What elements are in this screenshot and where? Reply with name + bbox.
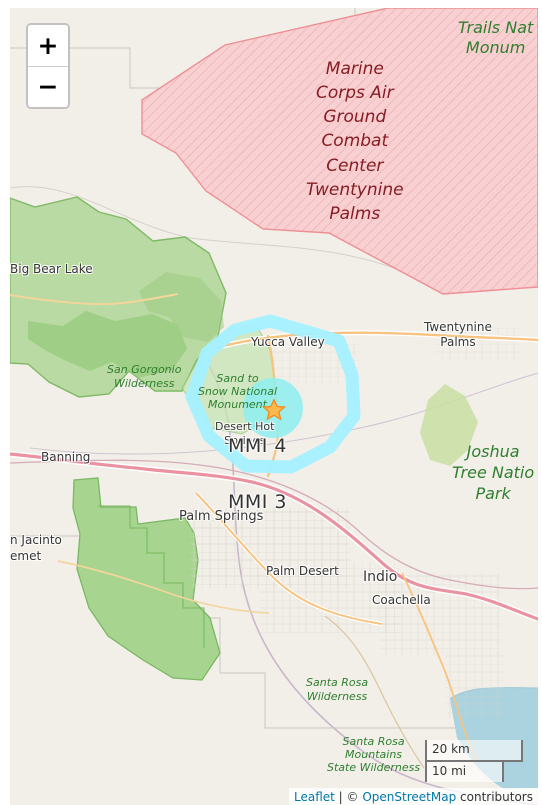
road-network <box>10 293 538 769</box>
twentynine-palms-label: Twentynine Palms <box>424 320 492 349</box>
military-area <box>141 8 538 295</box>
mmi-4-label: MMI 4 <box>228 435 288 457</box>
attribution-contributors-text: contributors <box>456 790 533 804</box>
big-bear-lake-label: Big Bear Lake <box>10 262 93 276</box>
palm-desert-label: Palm Desert <box>266 564 339 578</box>
map-attribution: Leaflet | © OpenStreetMap contributors <box>289 788 538 805</box>
scale-control: 20 km 10 mi <box>425 740 523 782</box>
san-jacinto-hemet-label: n Jacinto emet <box>10 533 62 563</box>
zoom-control: + − <box>26 23 70 109</box>
attribution-separator: | © <box>334 790 363 804</box>
star-icon[interactable] <box>262 398 286 422</box>
yucca-valley-label: Yucca Valley <box>251 335 325 349</box>
marine-corps-air-ground-combat-center-label: Marine Corps Air Ground Combat Center Tw… <box>306 59 404 224</box>
banning-label: Banning <box>41 450 91 464</box>
santa-rosa-wilderness-label: Santa Rosa Wilderness <box>306 676 369 704</box>
sand-to-snow-national-monument-label: Sand to Snow National Monument <box>198 372 278 412</box>
joshua-tree-national-park-label: Joshua Tree Natio Park <box>452 442 535 503</box>
map-base-layer[interactable] <box>10 8 538 805</box>
zoom-in-button[interactable]: + <box>28 25 68 66</box>
openstreetmap-link[interactable]: OpenStreetMap <box>362 790 457 804</box>
desert-hot-springs-label: Desert Hot Springs <box>215 420 275 447</box>
san-gorgonio-wilderness-label: San Gorgonio Wilderness <box>107 363 182 390</box>
scale-mi-line: 10 mi <box>425 760 504 782</box>
indio-label: Indio <box>363 569 398 585</box>
zoom-out-button[interactable]: − <box>28 66 68 106</box>
mmi-3-label: MMI 3 <box>228 491 288 513</box>
santa-rosa-mountains-state-wilderness-label: Santa Rosa Mountains State Wilderness <box>327 735 421 775</box>
map-viewport[interactable]: + − Trails Nat Monum Marine Corps Air Gr… <box>10 8 538 805</box>
palm-springs-label: Palm Springs <box>179 509 264 524</box>
leaflet-link[interactable]: Leaflet <box>294 790 335 804</box>
scale-km-line: 20 km <box>425 740 523 762</box>
coachella-label: Coachella <box>372 593 431 607</box>
trails-national-monument-label: Trails Nat Monum <box>458 18 534 57</box>
